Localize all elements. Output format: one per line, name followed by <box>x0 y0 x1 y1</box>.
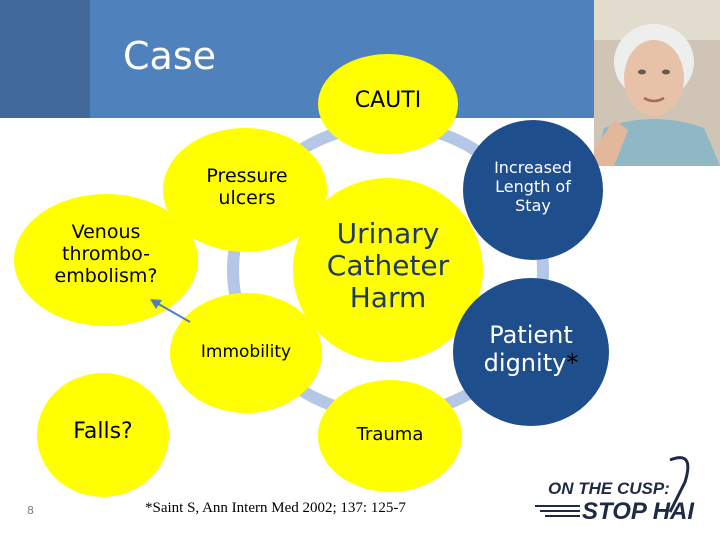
center-label: Urinary Catheter Harm <box>300 217 476 315</box>
los-label-line1: Increased <box>494 158 572 177</box>
logo-line2: STOP HAI <box>582 498 695 525</box>
vte-label-line1: Venous <box>71 221 141 243</box>
immobility-node <box>170 293 322 413</box>
dignity-label-line1: Patient <box>489 321 573 349</box>
cauti-label: CAUTI <box>354 88 422 113</box>
dignity-asterisk: * <box>566 348 579 377</box>
banner-accent <box>0 0 90 118</box>
dignity-label-line2-wrap: dignity* <box>461 348 601 378</box>
vte-arrow-head <box>150 299 162 309</box>
patient-dignity-node <box>453 278 609 426</box>
dignity-label-line2: dignity <box>483 348 567 377</box>
pressure-label-line2: ulcers <box>218 186 276 209</box>
cusp-logo: ON THE CUSP: STOP HAI <box>520 452 715 532</box>
vte-arrow <box>154 301 191 323</box>
los-label-line2: Length of <box>495 177 571 197</box>
trauma-label: Trauma <box>356 424 424 445</box>
pressure-ulcers-label: Pressure ulcers <box>177 165 317 210</box>
vte-label-line3: embolism? <box>54 264 158 287</box>
center-label-line1: Urinary <box>336 217 440 250</box>
pressure-label-line1: Pressure <box>206 165 288 187</box>
vte-label-line2: thrombo- <box>62 242 150 265</box>
patient-dignity-label: Patient dignity* <box>461 321 601 378</box>
cauti-node <box>318 54 458 154</box>
citation: *Saint S, Ann Intern Med 2002; 137: 125-… <box>145 500 406 516</box>
trauma-node <box>318 380 462 492</box>
vte-label: Venous thrombo- embolism? <box>36 221 176 288</box>
pressure-ulcers-node <box>163 128 327 252</box>
length-of-stay-node <box>463 120 603 260</box>
falls-node <box>37 373 169 497</box>
length-of-stay-label: Increased Length of Stay <box>473 158 593 216</box>
logo-line1: ON THE CUSP: <box>548 479 670 498</box>
patient-photo <box>594 0 720 166</box>
immobility-label: Immobility <box>200 342 292 362</box>
slide-title: Case <box>123 34 216 78</box>
center-label-line2: Catheter <box>326 249 450 283</box>
vte-node <box>14 194 198 326</box>
center-label-line3: Harm <box>349 281 427 315</box>
falls-label: Falls? <box>73 419 133 444</box>
los-label-line3: Stay <box>515 196 551 216</box>
page-number: 8 <box>27 504 34 517</box>
center-node <box>293 178 483 362</box>
